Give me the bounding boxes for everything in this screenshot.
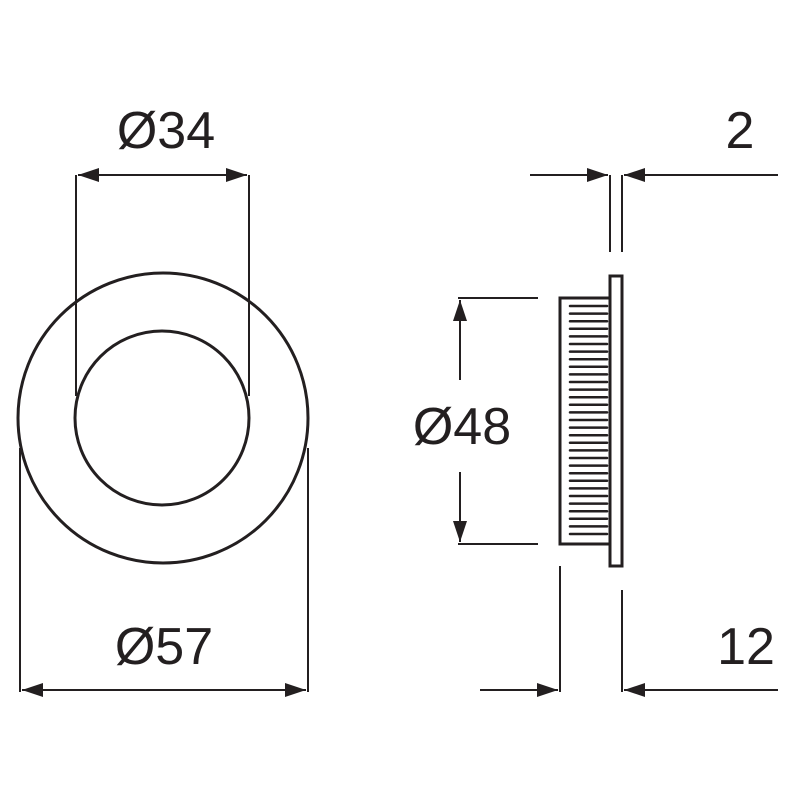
grip-lines — [568, 304, 609, 536]
total-depth-label: 12 — [717, 618, 775, 676]
side-view: 2 Ø48 12 — [413, 102, 778, 697]
flange-thickness-label: 2 — [726, 102, 755, 160]
outer-diameter-label: Ø57 — [115, 618, 213, 676]
inner-circle — [73, 329, 251, 507]
body-diameter-label: Ø48 — [413, 398, 511, 456]
flange — [608, 274, 624, 568]
outer-circle — [16, 271, 310, 565]
inner-diameter-label: Ø34 — [117, 102, 215, 160]
front-view: Ø34 Ø57 — [16, 102, 310, 697]
